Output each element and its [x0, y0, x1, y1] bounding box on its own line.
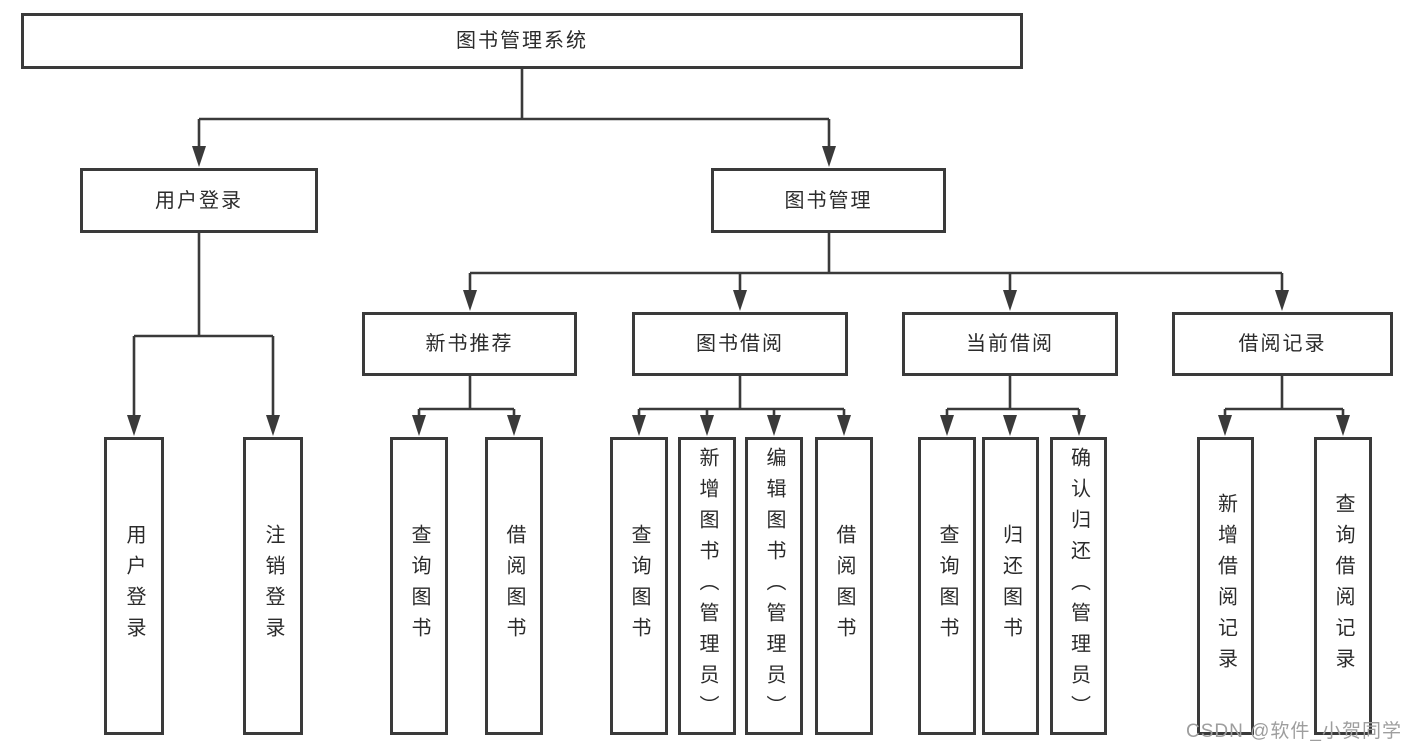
node-current-borrow: 当前借阅: [902, 312, 1118, 376]
leaf-borrow-query-books: 查询图书: [610, 437, 668, 735]
node-borrow-record: 借阅记录: [1172, 312, 1393, 376]
leaf-current-confirm-return-admin: 确认归还（管理员）: [1050, 437, 1107, 735]
leaf-current-return-books: 归还图书: [982, 437, 1039, 735]
leaf-record-query: 查询借阅记录: [1314, 437, 1372, 735]
node-book-management: 图书管理: [711, 168, 946, 233]
leaf-borrow-add-books-admin: 新增图书（管理员）: [678, 437, 736, 735]
leaf-current-query-books: 查询图书: [918, 437, 976, 735]
node-user-login: 用户登录: [80, 168, 318, 233]
node-book-borrow: 图书借阅: [632, 312, 848, 376]
leaf-newbook-borrow-books: 借阅图书: [485, 437, 543, 735]
leaf-logout: 注销登录: [243, 437, 303, 735]
leaf-borrow-edit-books-admin: 编辑图书（管理员）: [745, 437, 803, 735]
leaf-borrow-borrow-books: 借阅图书: [815, 437, 873, 735]
watermark: CSDN @软件_小贺同学: [1186, 721, 1402, 742]
leaf-record-add: 新增借阅记录: [1197, 437, 1254, 735]
arrowhead-icons: [127, 146, 1350, 436]
leaf-user-login: 用户登录: [104, 437, 164, 735]
node-root: 图书管理系统: [21, 13, 1023, 69]
leaf-newbook-query-books: 查询图书: [390, 437, 448, 735]
node-new-book-recommend: 新书推荐: [362, 312, 577, 376]
